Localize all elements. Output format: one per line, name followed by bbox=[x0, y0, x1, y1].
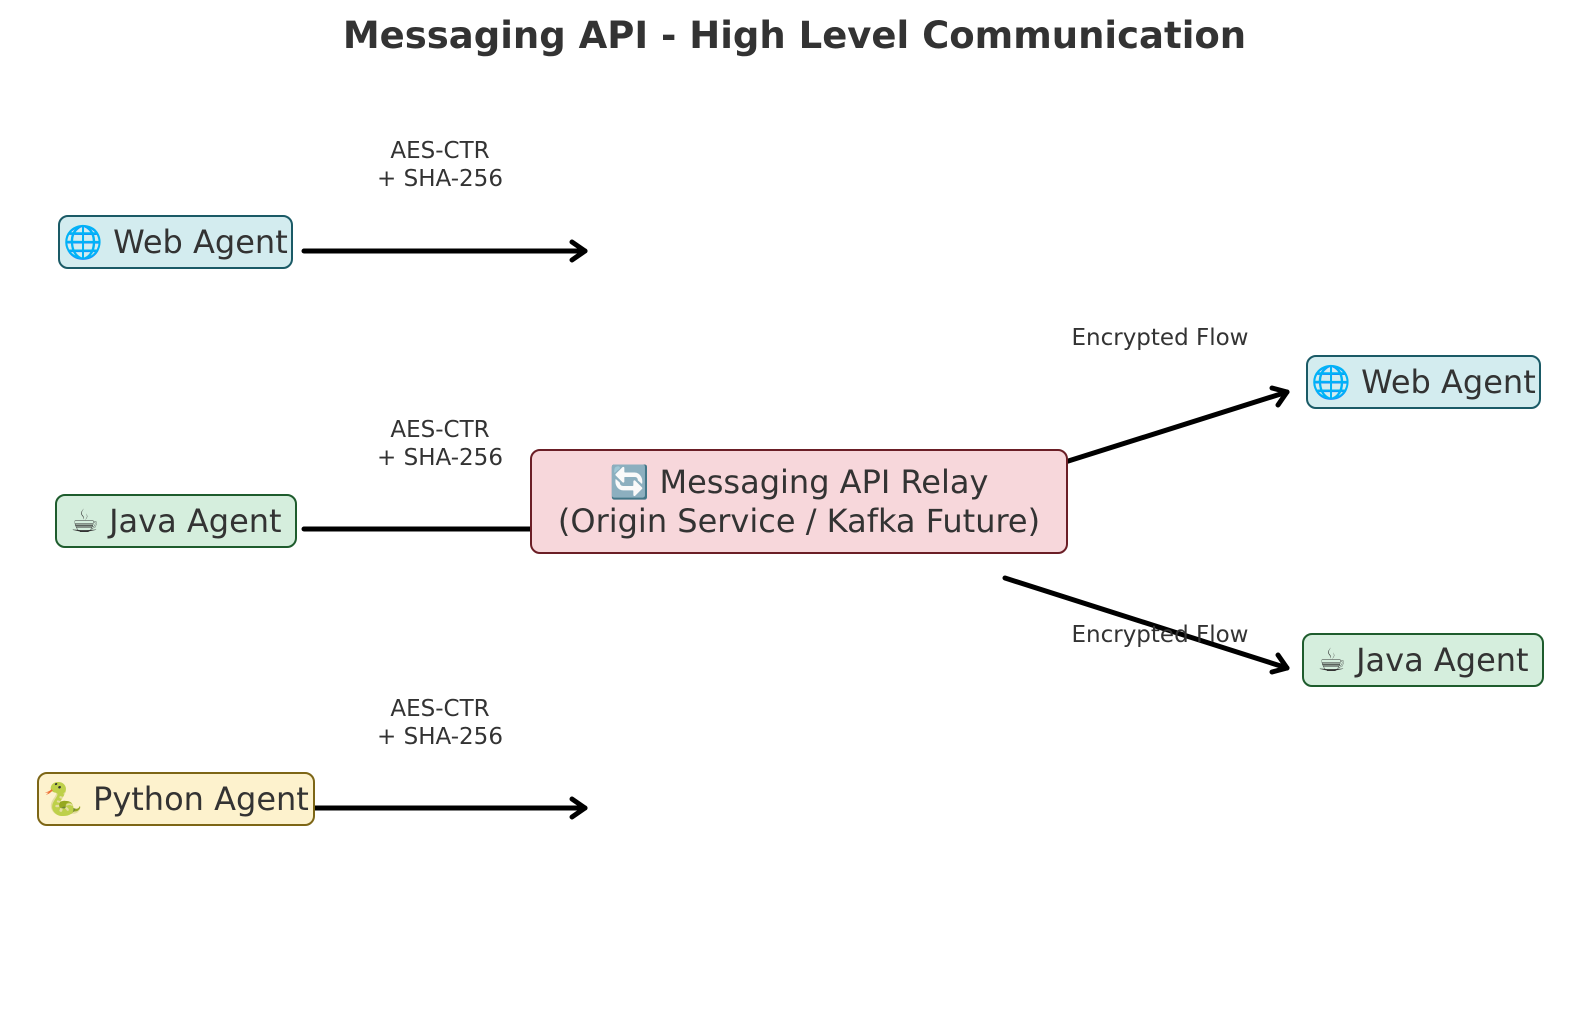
edge-label-line: + SHA-256 bbox=[377, 444, 503, 471]
relay-subtitle: (Origin Service / Kafka Future) bbox=[557, 501, 1041, 540]
edge-label-text: Encrypted Flow bbox=[1071, 622, 1249, 648]
source-java-agent-node: ☕ Java Agent bbox=[55, 494, 297, 548]
edge-label-line: AES-CTR bbox=[390, 417, 490, 443]
edge-label-line: + SHA-256 bbox=[377, 723, 503, 750]
globe-icon: 🌐 bbox=[1311, 362, 1352, 401]
arrowhead-relay-to-java bbox=[1269, 652, 1290, 675]
arrowhead-web-to-relay bbox=[569, 239, 588, 263]
target-web-agent-node: 🌐 Web Agent bbox=[1306, 355, 1541, 409]
edge-label-line: AES-CTR bbox=[390, 138, 490, 164]
globe-icon: 🌐 bbox=[63, 222, 104, 261]
relay-icon: 🔄 bbox=[609, 463, 650, 502]
coffee-icon: ☕ bbox=[1317, 640, 1347, 679]
source-python-agent-node: 🐍 Python Agent bbox=[37, 772, 315, 826]
edge-label-web-inbound: AES-CTR + SHA-256 bbox=[360, 138, 520, 193]
source-python-agent-label: Python Agent bbox=[93, 779, 309, 818]
source-java-agent-label: Java Agent bbox=[109, 501, 282, 540]
messaging-api-relay-node: 🔄Messaging API Relay (Origin Service / K… bbox=[530, 449, 1068, 554]
coffee-icon: ☕ bbox=[70, 501, 100, 540]
target-web-agent-label: Web Agent bbox=[1361, 362, 1536, 401]
edge-label-text: Encrypted Flow bbox=[1071, 325, 1249, 351]
relay-title-line: 🔄Messaging API Relay bbox=[610, 463, 989, 501]
source-web-agent-label: Web Agent bbox=[113, 222, 288, 261]
edge-label-line: AES-CTR bbox=[390, 696, 490, 722]
arrow-relay-to-java bbox=[1002, 575, 1290, 671]
diagram-title: Messaging API - High Level Communication bbox=[342, 14, 1247, 57]
arrowhead-python-to-relay bbox=[569, 796, 588, 820]
edge-label-java-inbound: AES-CTR + SHA-256 bbox=[360, 417, 520, 472]
source-web-agent-node: 🌐 Web Agent bbox=[58, 215, 293, 269]
target-java-agent-label: Java Agent bbox=[1356, 640, 1529, 679]
edge-label-python-inbound: AES-CTR + SHA-256 bbox=[360, 696, 520, 751]
relay-title: Messaging API Relay bbox=[659, 463, 989, 502]
arrowhead-relay-to-web bbox=[1269, 385, 1290, 408]
target-java-agent-node: ☕ Java Agent bbox=[1302, 633, 1544, 687]
edge-label-web-outbound: Encrypted Flow bbox=[1050, 325, 1270, 353]
edge-label-java-outbound: Encrypted Flow bbox=[1050, 622, 1270, 650]
edge-label-line: + SHA-256 bbox=[377, 165, 503, 192]
snake-icon: 🐍 bbox=[43, 779, 84, 818]
